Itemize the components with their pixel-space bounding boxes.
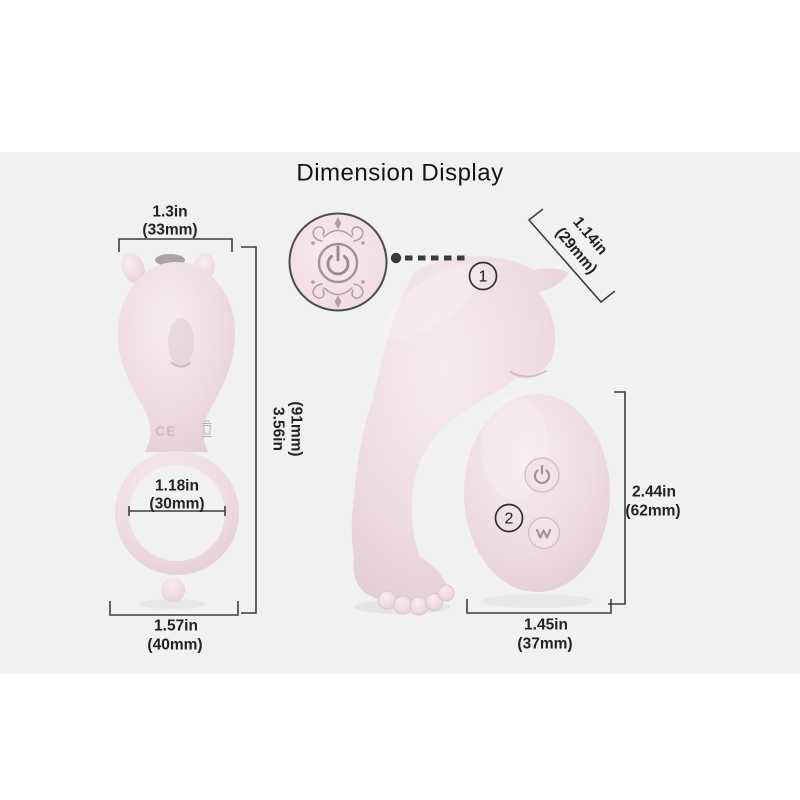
mouth-crease: [510, 370, 547, 378]
wave-icon: [535, 528, 552, 539]
dim-label-height-mm: (91mm): [288, 401, 305, 456]
ce-mark: CE: [155, 424, 176, 439]
dim-bracket-bottom-width: [109, 601, 239, 616]
dim-label-remote-width-in: 1.45in: [524, 617, 568, 634]
weee-icon: [202, 420, 212, 438]
callout-1: 1: [468, 261, 498, 291]
dim-label-top-width-in: 1.3in: [152, 204, 187, 221]
ring-shadow: [139, 599, 207, 609]
remote-dimensions: 2.44in (62mm) 1.45in (37mm): [466, 391, 681, 653]
main-product-body: [351, 256, 569, 606]
dim-bracket-height: [241, 246, 257, 614]
callout-2: 2: [494, 503, 524, 533]
nose-crease: [171, 362, 191, 368]
detail-zoom-circle: [288, 212, 466, 312]
bead-toe-2: [393, 595, 413, 615]
remote-control: [464, 394, 610, 592]
dim-label-inner-in: 1.18in: [155, 478, 199, 495]
dim-label-bottom-in: 1.57in: [154, 618, 198, 635]
ring-bottom-nub: [161, 578, 185, 602]
main-product: [351, 256, 569, 616]
dim-label-remote-height-in: 2.44in: [632, 484, 676, 501]
dim-label-remote-width-mm: (37mm): [517, 636, 572, 653]
dim-label-height-in: 3.56in: [270, 407, 287, 451]
dim-label-top-width-mm: (33mm): [142, 222, 197, 239]
dim-label-bottom-mm: (40mm): [147, 637, 202, 654]
ring-product-left-ear: [121, 252, 145, 284]
nose-shade: [168, 318, 194, 366]
dim-line-inner-diameter: [128, 506, 226, 516]
callout-2-number: 2: [505, 511, 514, 528]
bead-toe-4: [425, 593, 443, 611]
dim-label-inner-mm: (30mm): [149, 496, 204, 513]
power-icon: [326, 245, 350, 276]
remote-body: [464, 394, 610, 592]
dim-bracket-top-width: [118, 238, 233, 252]
bead-toe-1: [377, 590, 397, 610]
dim-bracket-fin: [527, 208, 616, 304]
callout-1-number: 1: [479, 269, 488, 286]
power-icon: [533, 464, 551, 485]
page-title: Dimension Display: [296, 160, 503, 187]
bead-toe-5: [437, 584, 455, 602]
dim-bracket-remote-height: [608, 391, 626, 605]
ring-product: CE: [115, 252, 240, 602]
callout-2-circle: [494, 503, 524, 533]
remote-shadow: [481, 594, 593, 608]
remote-power-button: [524, 457, 560, 493]
power-button: [317, 242, 359, 284]
body-highlight: [382, 264, 482, 340]
callout-1-circle: [468, 261, 498, 291]
connector-dot: [390, 252, 402, 264]
dim-bracket-remote-width: [466, 599, 612, 614]
ring-dimensions: 1.3in (33mm) 3.56in (91mm) 1.18in (30mm)…: [109, 204, 305, 654]
dim-label-remote-height-mm: (62mm): [625, 503, 680, 520]
